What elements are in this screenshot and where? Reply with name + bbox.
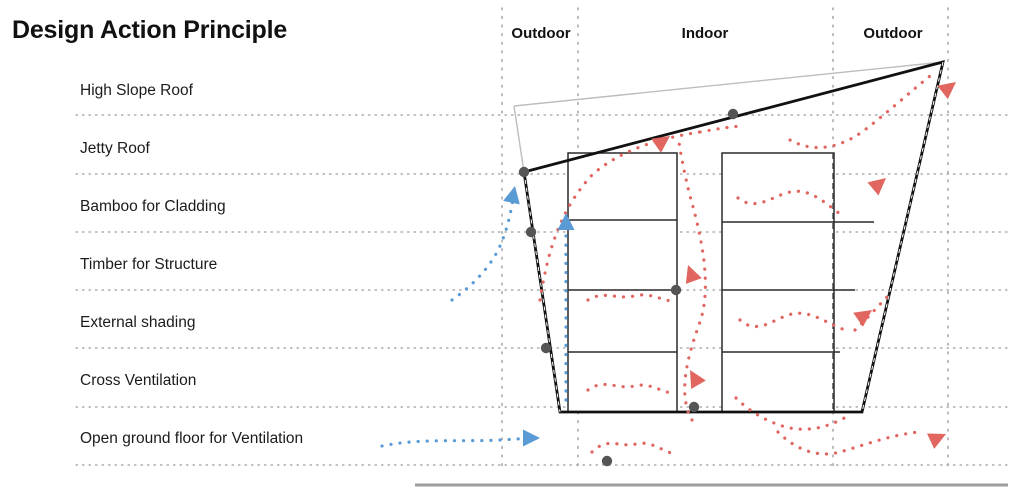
marker-open-ground-floor-node [601,455,613,467]
hot-air-arrow-7 [927,433,946,449]
hot-air-path-right-upper-out [788,74,932,150]
hot-air-path-roof-exhaust-left [538,130,702,302]
hot-air-path-left-floor2 [590,441,680,457]
hot-air-arrow-3 [690,370,706,389]
hot-air-arrow-1 [651,136,670,153]
right-wall-cladding-hatch [861,61,944,413]
marker-timber-structure-node [670,284,682,296]
principle-label-open-ground-floor-for-ventilation: Open ground floor for Ventilation [80,430,304,447]
hot-air-path-right-lower-out [853,292,892,332]
cool-air-arrow-2 [503,186,520,205]
left-building-block [567,152,678,413]
principle-row-separators [75,114,1013,466]
ghost-roof-line [513,61,944,107]
zone-label-indoor-2: Indoor [681,25,729,42]
zone-label-outdoor-1: Outdoor [511,25,571,42]
principle-label-timber-for-structure: Timber for Structure [80,256,218,273]
principle-label-jetty-roof: Jetty Roof [80,140,150,157]
principle-label-bamboo-for-cladding: Bamboo for Cladding [80,198,226,215]
hot-air-path-right-floor1 [738,311,847,332]
hot-air-path-left-floor0 [586,293,678,304]
marker-jetty-roof-node [518,166,530,178]
cool-air-arrow-3 [557,213,575,230]
hot-air-arrow-2 [685,265,702,284]
hot-air-arrow-6 [853,310,872,327]
hot-air-path-right-floor2 [734,396,850,431]
building-floor-blocks [567,152,874,413]
principle-label-external-shading: External shading [80,314,196,331]
hot-air-arrow-5 [867,178,886,196]
hot-air-path-stack-core [676,134,708,422]
hot-air-arrow-4 [937,82,956,100]
principle-label-high-slope-roof: High Slope Roof [80,82,193,99]
cool-air-path-left-wall-intake [450,188,516,302]
marker-cross-ventilation-node [688,401,700,413]
ghost-roof-alternative [513,61,944,173]
ghost-roof-post [513,105,525,173]
marker-bamboo-cladding-node [525,226,537,238]
cool-air-arrowheads [503,186,575,447]
hot-air-path-right-floor0 [736,189,842,216]
principle-label-cross-ventilation: Cross Ventilation [80,372,197,389]
hot-air-arrowheads [651,82,956,449]
hot-air-path-ground-exhaust [776,430,920,456]
hot-air-path-roof-exhaust-out [698,124,744,134]
marker-external-shading-node [540,342,552,354]
hot-air-flow-paths [538,74,932,457]
marker-high-slope-roof-node [727,108,739,120]
cool-air-path-ground-intake [380,436,542,448]
cool-air-arrow-1 [523,429,540,447]
right-building-block [721,152,835,413]
page-title: Design Action Principle [12,16,288,44]
zone-label-outdoor-3: Outdoor [863,25,923,42]
principle-node-markers [518,108,739,467]
